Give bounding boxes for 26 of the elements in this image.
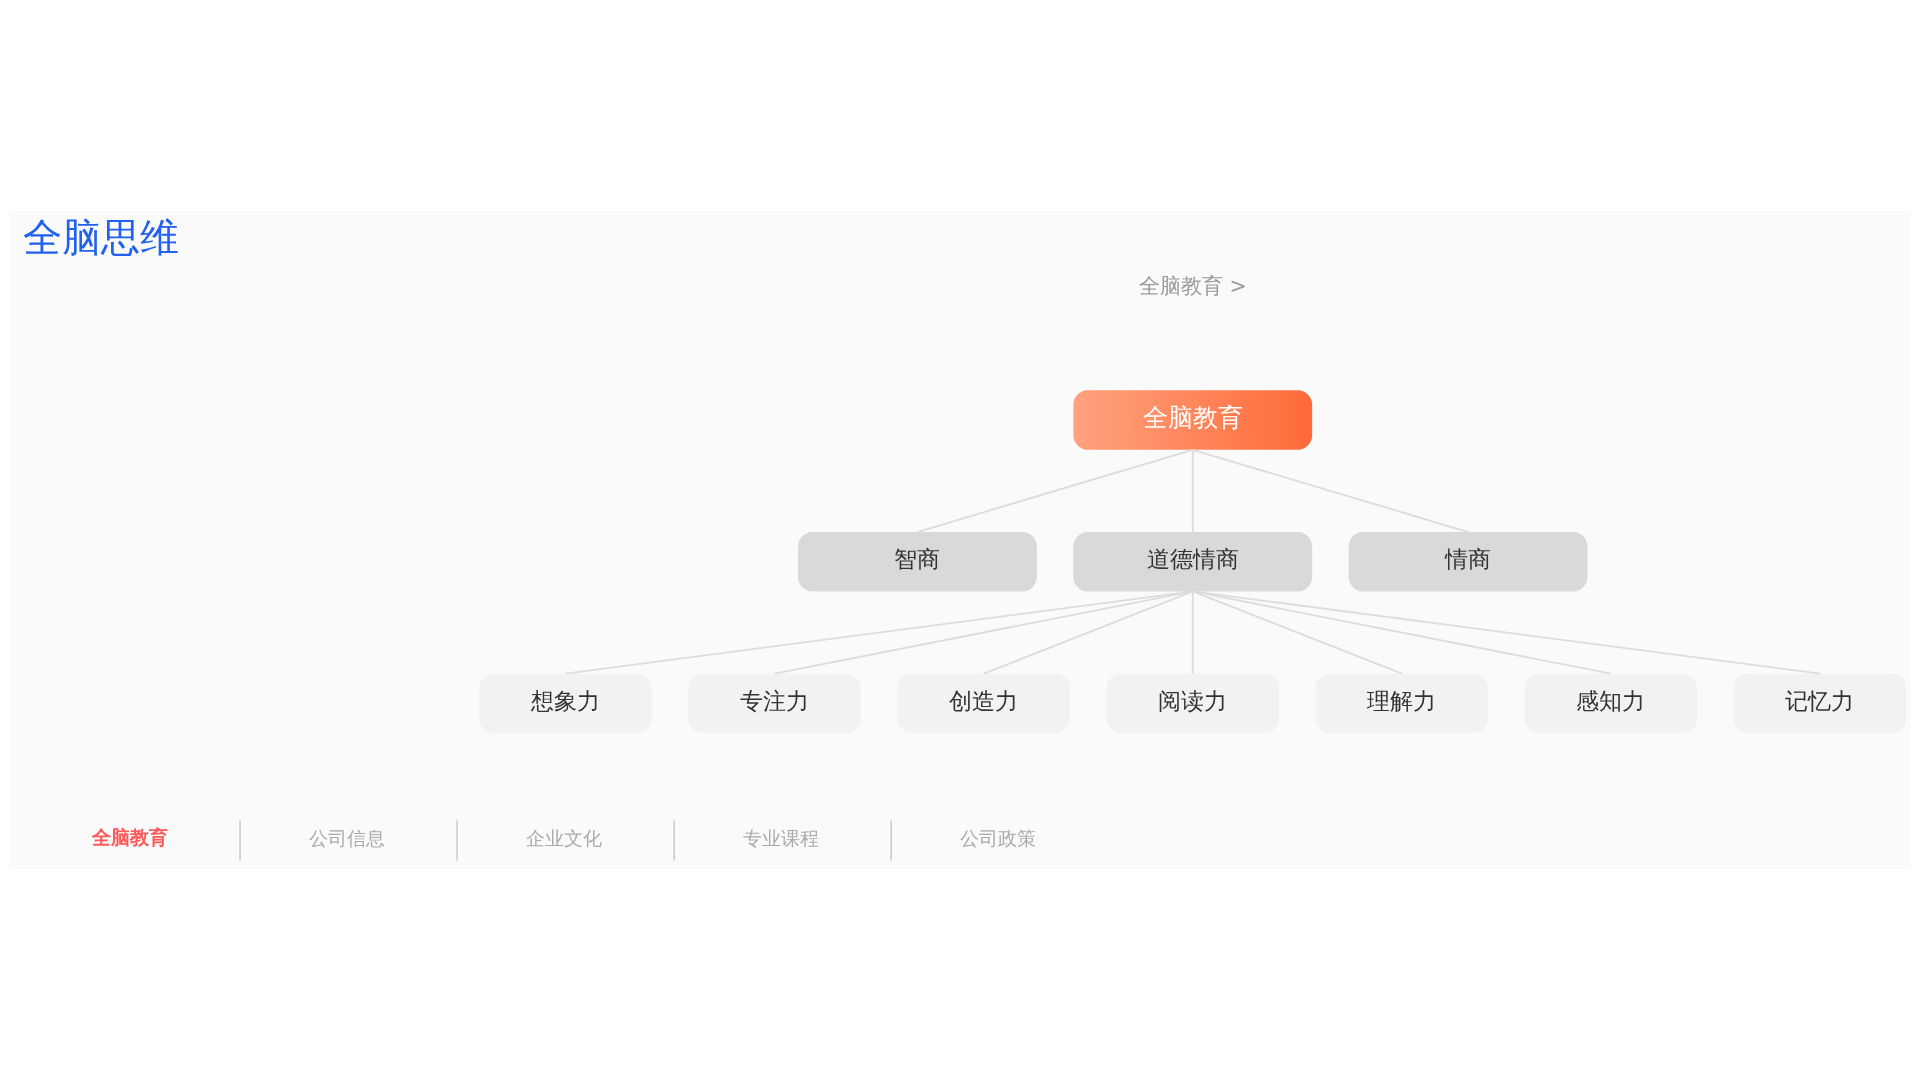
label: 公司政策 (959, 827, 1036, 851)
label: 专业课程 (742, 827, 819, 851)
node-box: 道德情商 (1073, 532, 1313, 592)
label: 企业文化 (525, 827, 602, 851)
connector (1191, 590, 1612, 675)
label: 公司信息 (308, 827, 385, 851)
connector (773, 590, 1194, 675)
node-box: 感知力 (1524, 673, 1698, 734)
connector (1191, 448, 1469, 533)
node-box: 阅读力 (1106, 673, 1279, 734)
connector (1191, 590, 1821, 675)
label: 全脑教育 > (1138, 273, 1247, 298)
connector (982, 590, 1194, 675)
node-box: 想象力 (479, 673, 652, 734)
node-box: 理解力 (1315, 673, 1489, 734)
connector (564, 590, 1194, 675)
connector (1191, 590, 1403, 675)
node-box: 专注力 (688, 673, 861, 734)
label: 全脑教育 (91, 825, 168, 849)
diagram-title: 全脑思维 (22, 215, 179, 261)
node-box: 记忆力 (1733, 673, 1907, 734)
node-box: 创造力 (897, 673, 1070, 734)
connector (916, 448, 1194, 533)
node-box: 情商 (1348, 532, 1588, 592)
node-box: 全脑教育 (1073, 390, 1313, 450)
node-box: 智商 (798, 532, 1037, 592)
